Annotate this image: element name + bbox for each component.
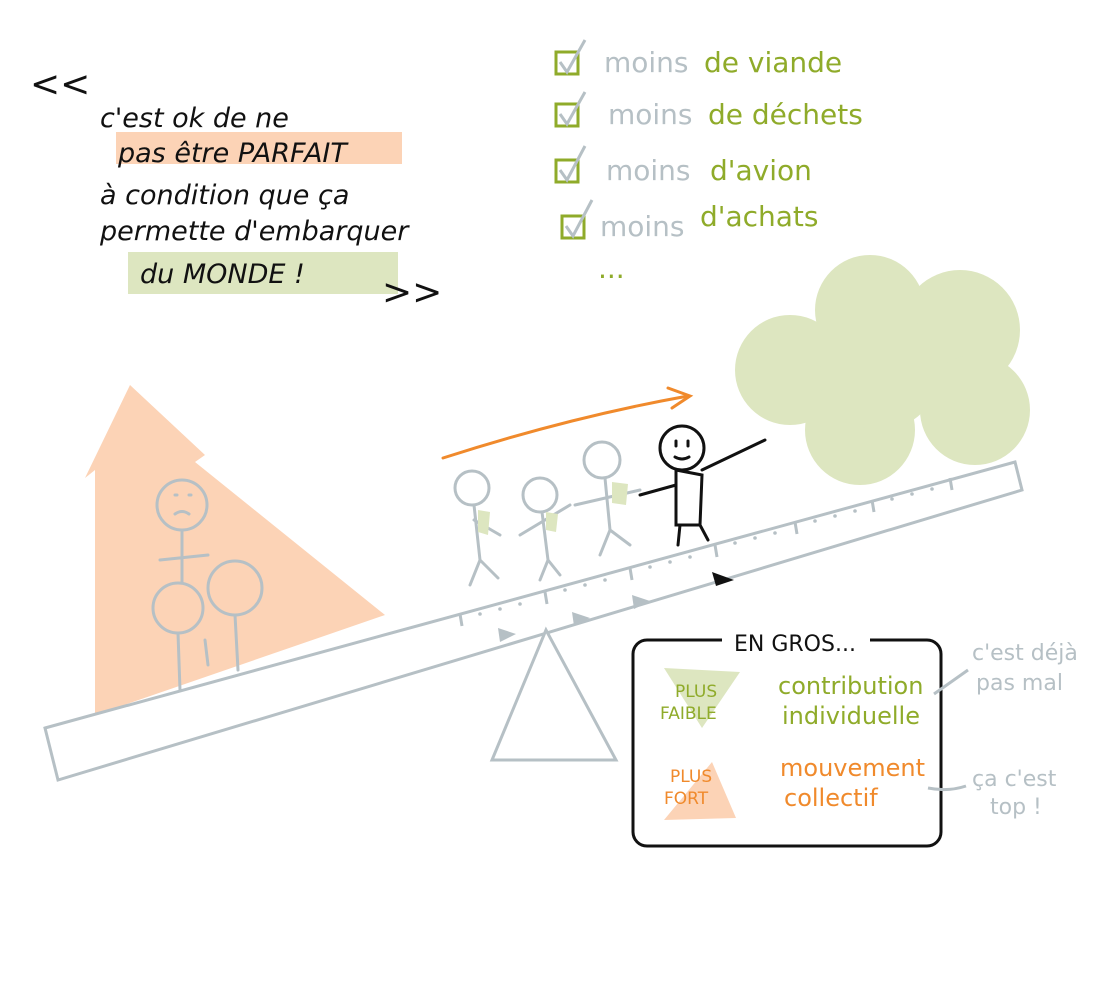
plank-ruler-ticks — [458, 477, 954, 627]
checklist-item-prefix: moins — [600, 210, 685, 243]
checklist-ellipsis: ... — [598, 252, 625, 285]
note-weak-1: c'est déjà — [972, 641, 1078, 666]
checkmark-icon — [558, 91, 587, 127]
side-notes: c'est déjà pas mal ça c'est top ! — [927, 641, 1078, 820]
checklist-item: moins de déchets — [554, 91, 863, 131]
checklist-item-prefix: moins — [608, 98, 693, 131]
checkmark-icon — [564, 199, 594, 239]
highlight-orange — [116, 132, 402, 164]
note-strong-2: top ! — [990, 795, 1042, 820]
quote-line-3: à condition que ça — [100, 180, 349, 211]
legend-strong-label-2: FORT — [664, 789, 709, 809]
plank-ruler-dots — [478, 487, 934, 616]
legend-box: EN GROS... PLUS FAIBLE contribution indi… — [631, 625, 943, 848]
walking-people-figures — [453, 440, 642, 587]
legend-weak-desc-2: individuelle — [782, 702, 920, 730]
seesaw-plank — [43, 460, 1024, 782]
checklist-item-prefix: moins — [606, 154, 691, 187]
note-connector — [927, 784, 967, 792]
checklist-item: moins d'achats — [560, 199, 819, 243]
seesaw-fulcrum — [489, 626, 619, 762]
checklist-item-text: d'achats — [700, 200, 819, 233]
checkmark-icon — [558, 39, 587, 75]
checklist-item: moins d'avion — [554, 145, 812, 187]
legend-weak-label-1: PLUS — [675, 682, 717, 702]
stacked-people-figures — [151, 478, 264, 692]
legend-weak-desc-1: contribution — [778, 672, 923, 700]
green-cloud-shape — [735, 255, 1030, 485]
plank-progress-markers — [498, 572, 734, 642]
checklist-item: moins de viande — [554, 39, 842, 79]
quote-line-2: pas être PARFAIT — [117, 138, 349, 169]
quote-line-1: c'est ok de ne — [100, 103, 289, 134]
quote-open-mark: << — [30, 64, 90, 105]
legend-strong-desc-2: collectif — [784, 784, 878, 812]
leader-figure — [638, 424, 767, 547]
green-figure-fills — [478, 482, 628, 535]
checklist-item-text: de viande — [704, 46, 842, 79]
up-triangle-icon — [664, 762, 736, 820]
legend-strong-desc-1: mouvement — [780, 754, 925, 782]
highlight-green — [128, 252, 398, 294]
legend-title: EN GROS... — [734, 632, 856, 657]
note-connector — [933, 668, 969, 696]
checklist: moins de viande moins de déchets moins d… — [554, 39, 863, 285]
quote-line-5: du MONDE ! — [140, 259, 305, 290]
checklist-item-text: de déchets — [708, 98, 863, 131]
note-weak-2: pas mal — [976, 671, 1063, 696]
quote-block: << c'est ok de ne pas être PARFAIT à con… — [30, 64, 442, 313]
legend-weak-label-2: FAIBLE — [660, 704, 717, 724]
down-triangle-icon — [664, 668, 740, 728]
note-strong-1: ça c'est — [972, 767, 1057, 792]
motion-arrow-icon — [441, 386, 694, 460]
checklist-item-text: d'avion — [710, 154, 812, 187]
quote-line-4: permette d'embarquer — [99, 216, 410, 247]
orange-arrow-shape — [85, 385, 385, 715]
checkmark-icon — [558, 145, 587, 183]
legend-strong-label-1: PLUS — [670, 767, 712, 787]
quote-close-mark: >> — [382, 272, 442, 313]
checklist-item-prefix: moins — [604, 46, 689, 79]
